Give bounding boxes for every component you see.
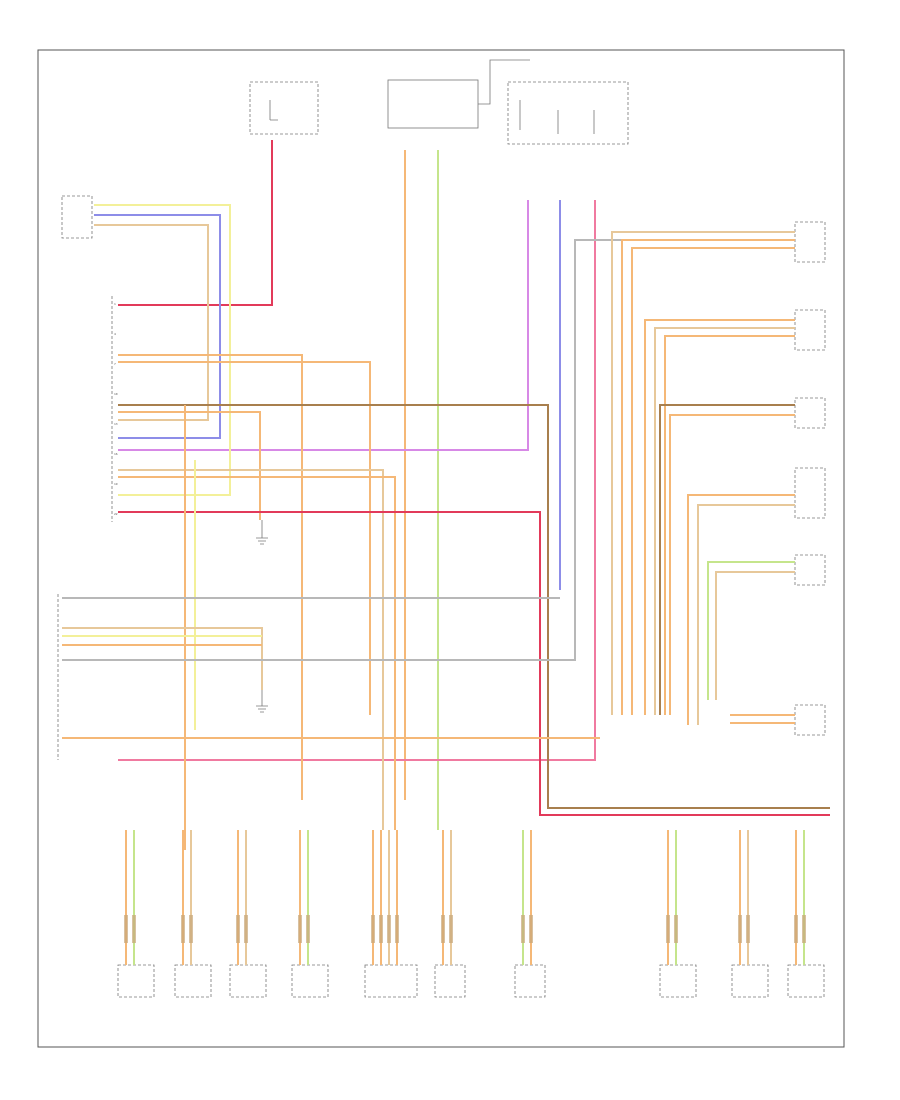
right-module-1: [794, 221, 826, 263]
connector-icon: [387, 915, 391, 943]
wire-tan-b2: [62, 627, 263, 690]
bottom-module-layer: [117, 830, 825, 998]
wire-red-fuse-left: [118, 140, 273, 306]
wire-yellow-ic: [94, 204, 231, 496]
connector-icon: [124, 915, 128, 943]
wire-layer: [62, 140, 830, 850]
svg-text:13: 13: [114, 422, 118, 426]
ground-b-icon: [256, 690, 268, 713]
connector-icon: [441, 915, 445, 943]
connector-icon: [738, 915, 742, 943]
connector-icon: [379, 915, 383, 943]
connector-icon: [521, 915, 525, 943]
connector-icon: [794, 915, 798, 943]
connector-icon: [298, 915, 302, 943]
right-module-3: [794, 397, 826, 429]
svg-text:10: 10: [114, 392, 118, 396]
bottom-module-2: [174, 830, 212, 998]
connector-icon: [189, 915, 193, 943]
right-module-4: [794, 467, 826, 519]
body-control-module-a: 1 4 7 10 13 16 19 22: [111, 296, 118, 522]
wire-right3-0: [659, 404, 795, 715]
right-module-2: [794, 309, 826, 351]
connector-icon: [395, 915, 399, 943]
connector-icon: [746, 915, 750, 943]
wire-tan-a5: [118, 469, 384, 830]
bottom-module-8: [659, 830, 697, 998]
connector-icon: [244, 915, 248, 943]
bottom-module-6: [434, 830, 466, 998]
wire-right2-0: [644, 319, 795, 715]
fuse-box-right: [507, 81, 629, 145]
svg-text:4: 4: [114, 332, 116, 336]
wire-right1-0: [611, 231, 795, 715]
bottom-module-3: [229, 830, 267, 998]
wire-orange-a1: [118, 354, 303, 800]
connector-icon: [371, 915, 375, 943]
bottom-module-9: [731, 830, 769, 998]
wire-tan-ic: [94, 224, 209, 421]
connector-icon: [802, 915, 806, 943]
bottom-module-7: [514, 830, 546, 998]
wire-right2-1: [654, 327, 795, 715]
central-module: [387, 59, 530, 129]
bottom-module-5: [364, 830, 418, 998]
wire-blue-ic: [94, 214, 221, 439]
svg-text:16: 16: [114, 452, 118, 456]
wire-right2-2: [664, 335, 795, 715]
wire-purple-fuse-right: [118, 200, 529, 451]
connector-icon: [132, 915, 136, 943]
wire-right1-2: [631, 247, 795, 715]
diagram-border: [37, 49, 845, 1048]
wire-orange-a4: [118, 411, 261, 520]
bottom-module-4: [291, 830, 329, 998]
wire-right4-1: [697, 504, 795, 725]
svg-text:22: 22: [114, 512, 118, 516]
fuse-box-left: [249, 81, 319, 135]
wire-right5-0: [707, 561, 795, 700]
wire-pink-fuse-right: [118, 200, 596, 761]
connector-icon: [181, 915, 185, 943]
connector-icon: [674, 915, 678, 943]
bottom-module-10: [787, 830, 825, 998]
wire-orange-a2: [118, 361, 371, 715]
connector-icon: [306, 915, 310, 943]
svg-text:1: 1: [114, 302, 116, 306]
right-module-5: [794, 554, 826, 586]
wire-right5-1: [715, 571, 795, 700]
bottom-module-1: [117, 830, 155, 998]
connector-icon: [236, 915, 240, 943]
wire-red-a7: [118, 511, 830, 816]
instrument-cluster-connector: [61, 195, 93, 239]
wire-right1-1: [621, 239, 795, 715]
svg-text:19: 19: [114, 482, 118, 486]
connector-icon: [529, 915, 533, 943]
ground-a-icon: [256, 520, 268, 545]
svg-text:7: 7: [114, 362, 116, 366]
connector-icon: [666, 915, 670, 943]
wire-right3-1: [669, 414, 795, 715]
connector-icon: [449, 915, 453, 943]
wire-brown-a3: [118, 404, 830, 809]
wire-orange-a6: [118, 476, 396, 830]
right-module-6: [794, 704, 826, 736]
wire-right4-0: [687, 494, 795, 725]
